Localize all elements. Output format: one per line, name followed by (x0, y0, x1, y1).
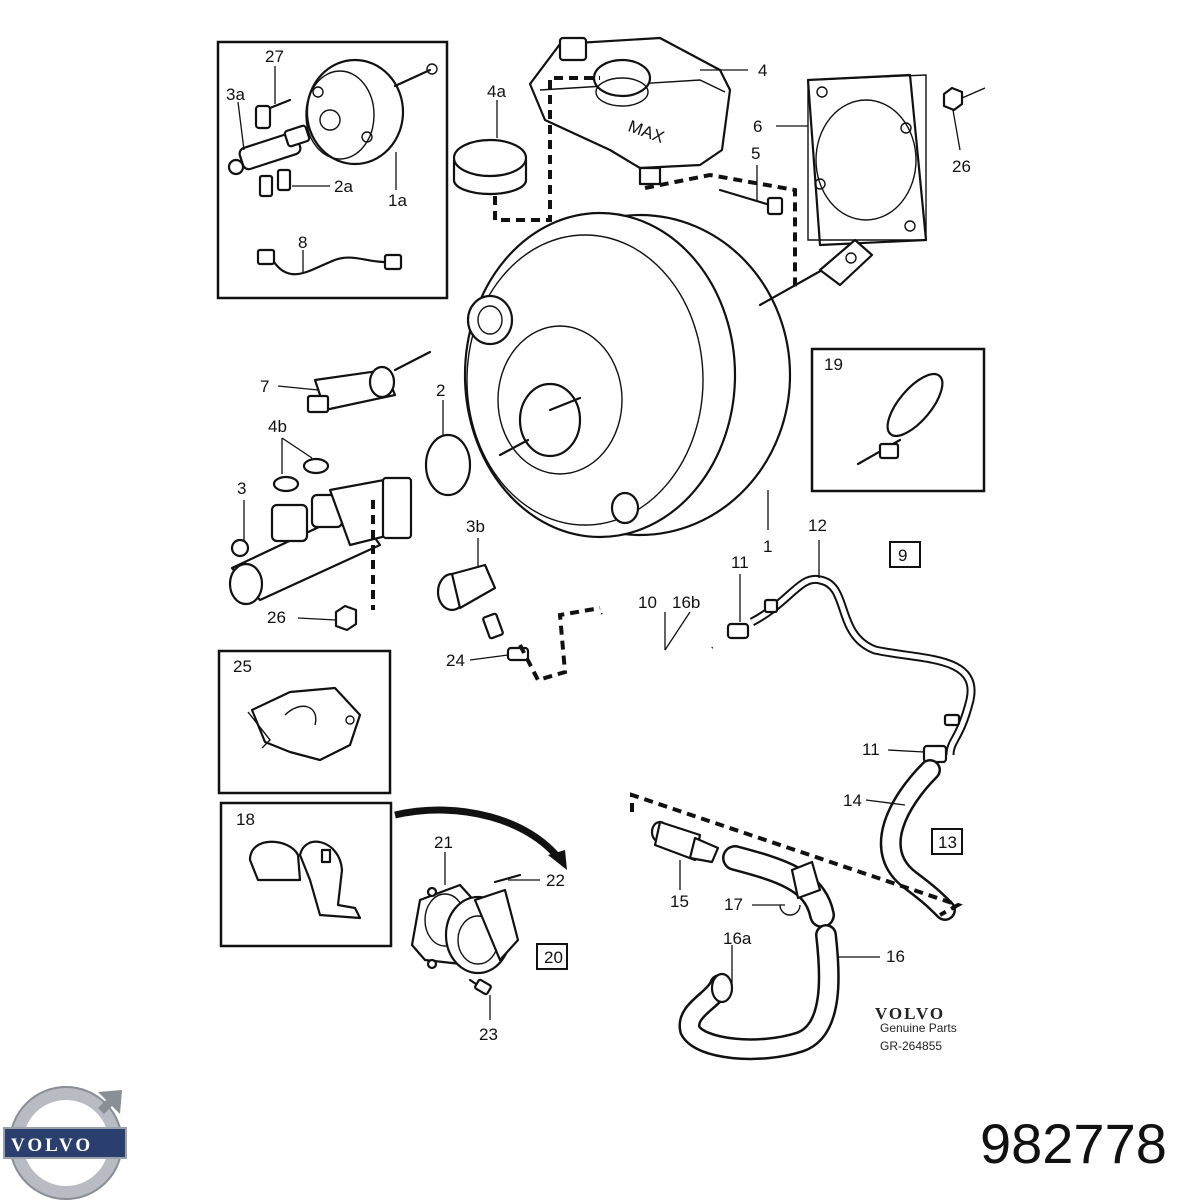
callout-25: 25 (233, 657, 252, 676)
logo-word: VOLVO (11, 1135, 93, 1156)
callout-4a: 4a (487, 82, 506, 101)
inset-heat-shield (217, 649, 392, 795)
hose-clip-lower (887, 744, 948, 764)
vacuum-valve (650, 820, 720, 890)
callout-2a: 2a (334, 177, 353, 196)
nut (942, 86, 986, 151)
callout-26-top: 26 (952, 157, 971, 176)
callout-11-lower: 11 (862, 740, 880, 759)
reservoir-cap (452, 100, 528, 196)
vacuum-pump (410, 852, 540, 1020)
pressure-sensor (277, 350, 432, 414)
vacuum-hose (597, 610, 717, 675)
ref-box-9 (889, 541, 921, 568)
hose-clamp (469, 646, 530, 662)
nut-lower (297, 604, 358, 632)
callout-2: 2 (436, 381, 445, 400)
callout-19: 19 (824, 355, 843, 374)
callout-4b: 4b (268, 417, 287, 436)
callout-1: 1 (763, 537, 772, 556)
ref-box-20 (536, 943, 568, 970)
callout-3: 3 (237, 479, 246, 498)
callout-27: 27 (265, 47, 284, 66)
callout-14: 14 (843, 791, 862, 810)
seals (272, 437, 330, 493)
callout-23: 23 (479, 1025, 498, 1044)
callout-10: 10 (638, 593, 657, 612)
callout-24: 24 (446, 651, 465, 670)
callout-9: 9 (898, 546, 907, 565)
check-valve (436, 538, 504, 640)
inset-cable-tie (810, 347, 986, 493)
hose-tee (722, 845, 835, 928)
callout-12: 12 (808, 516, 827, 535)
hose-16 (678, 924, 880, 1061)
callout-11-upper: 11 (731, 553, 749, 572)
ref-box-13 (931, 828, 963, 855)
brand-subtitle: Genuine Parts (880, 1021, 957, 1035)
callout-7: 7 (260, 377, 269, 396)
callout-3b: 3b (466, 517, 485, 536)
diagram-code: GR-264855 (880, 1039, 942, 1053)
callout-4: 4 (758, 61, 767, 80)
vacuum-hose-lower (865, 759, 956, 921)
callout-3a: 3a (226, 85, 245, 104)
inset-hose-bracket (219, 801, 393, 948)
callout-21: 21 (434, 833, 453, 852)
brand-name: VOLVO (875, 1004, 945, 1023)
part-number: 982778 (980, 1112, 1167, 1175)
callout-8: 8 (298, 233, 307, 252)
master-cylinder (228, 476, 413, 606)
callout-16: 16 (886, 947, 905, 966)
callout-1a: 1a (388, 191, 407, 210)
callout-6: 6 (753, 117, 762, 136)
volvo-logo: VOLVO (3, 1086, 127, 1200)
callout-5: 5 (751, 144, 760, 163)
callout-20: 20 (544, 948, 563, 967)
vacuum-line (749, 540, 976, 756)
inset-vacuum-pump-kit (216, 40, 449, 300)
fluid-reservoir: MAX (528, 36, 748, 186)
callout-22: 22 (546, 871, 565, 890)
brake-booster (463, 211, 874, 539)
gasket-plate (776, 73, 928, 247)
callout-18: 18 (236, 810, 255, 829)
callout-15: 15 (670, 892, 689, 911)
o-ring (424, 400, 472, 497)
hose-clip-upper (726, 574, 750, 640)
callout-17: 17 (724, 895, 743, 914)
callout-26-lower: 26 (267, 608, 286, 627)
callout-16a: 16a (723, 929, 752, 948)
bolt (718, 165, 784, 216)
callout-13: 13 (938, 833, 957, 852)
callout-16b: 16b (672, 593, 700, 612)
